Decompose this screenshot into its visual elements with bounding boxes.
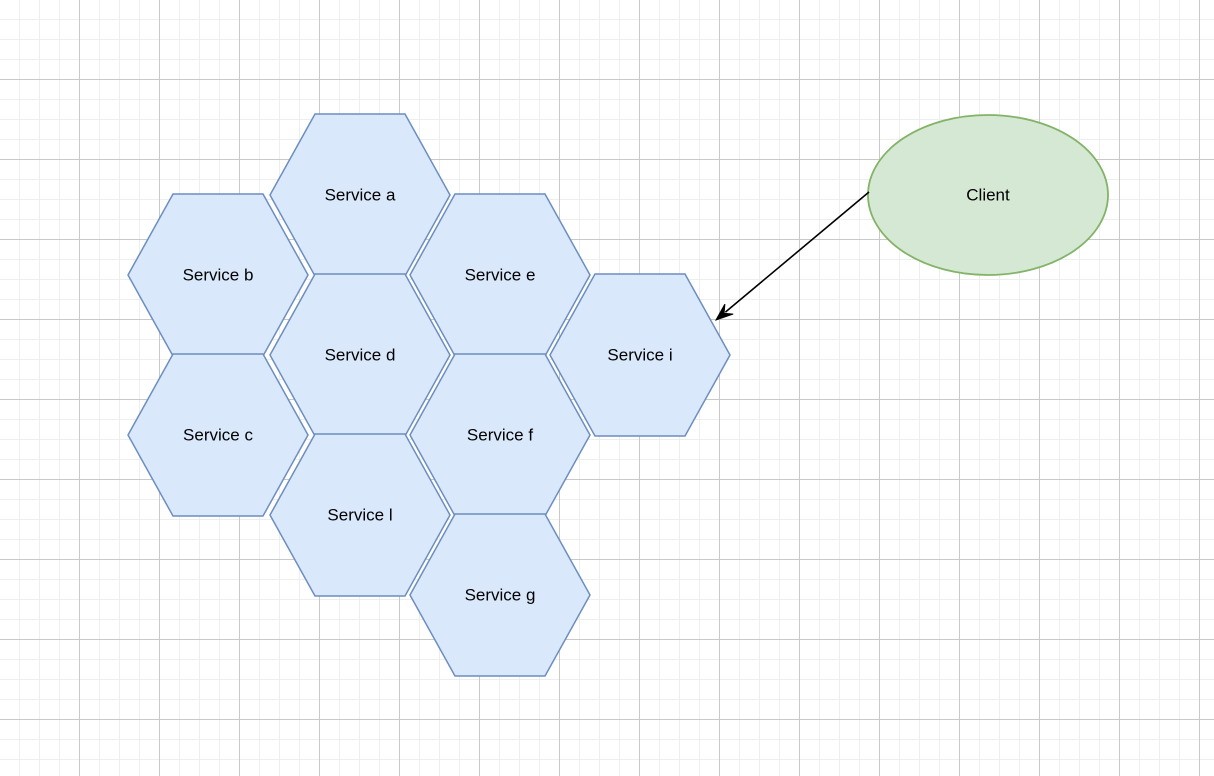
hexagon-shape <box>127 353 309 517</box>
ellipse-shape <box>867 114 1109 276</box>
edge-line <box>724 191 870 313</box>
hexagon-shape <box>549 273 731 437</box>
node-client[interactable]: Client <box>867 114 1109 276</box>
hexagon-shape <box>127 193 309 357</box>
edge-client-to-service-i[interactable] <box>714 191 870 321</box>
hexagon-shape <box>409 513 591 677</box>
hexagon-shape <box>269 433 451 597</box>
node-service-b[interactable]: Service b <box>127 193 309 357</box>
arrowhead-icon <box>714 303 734 321</box>
node-service-c[interactable]: Service c <box>127 353 309 517</box>
